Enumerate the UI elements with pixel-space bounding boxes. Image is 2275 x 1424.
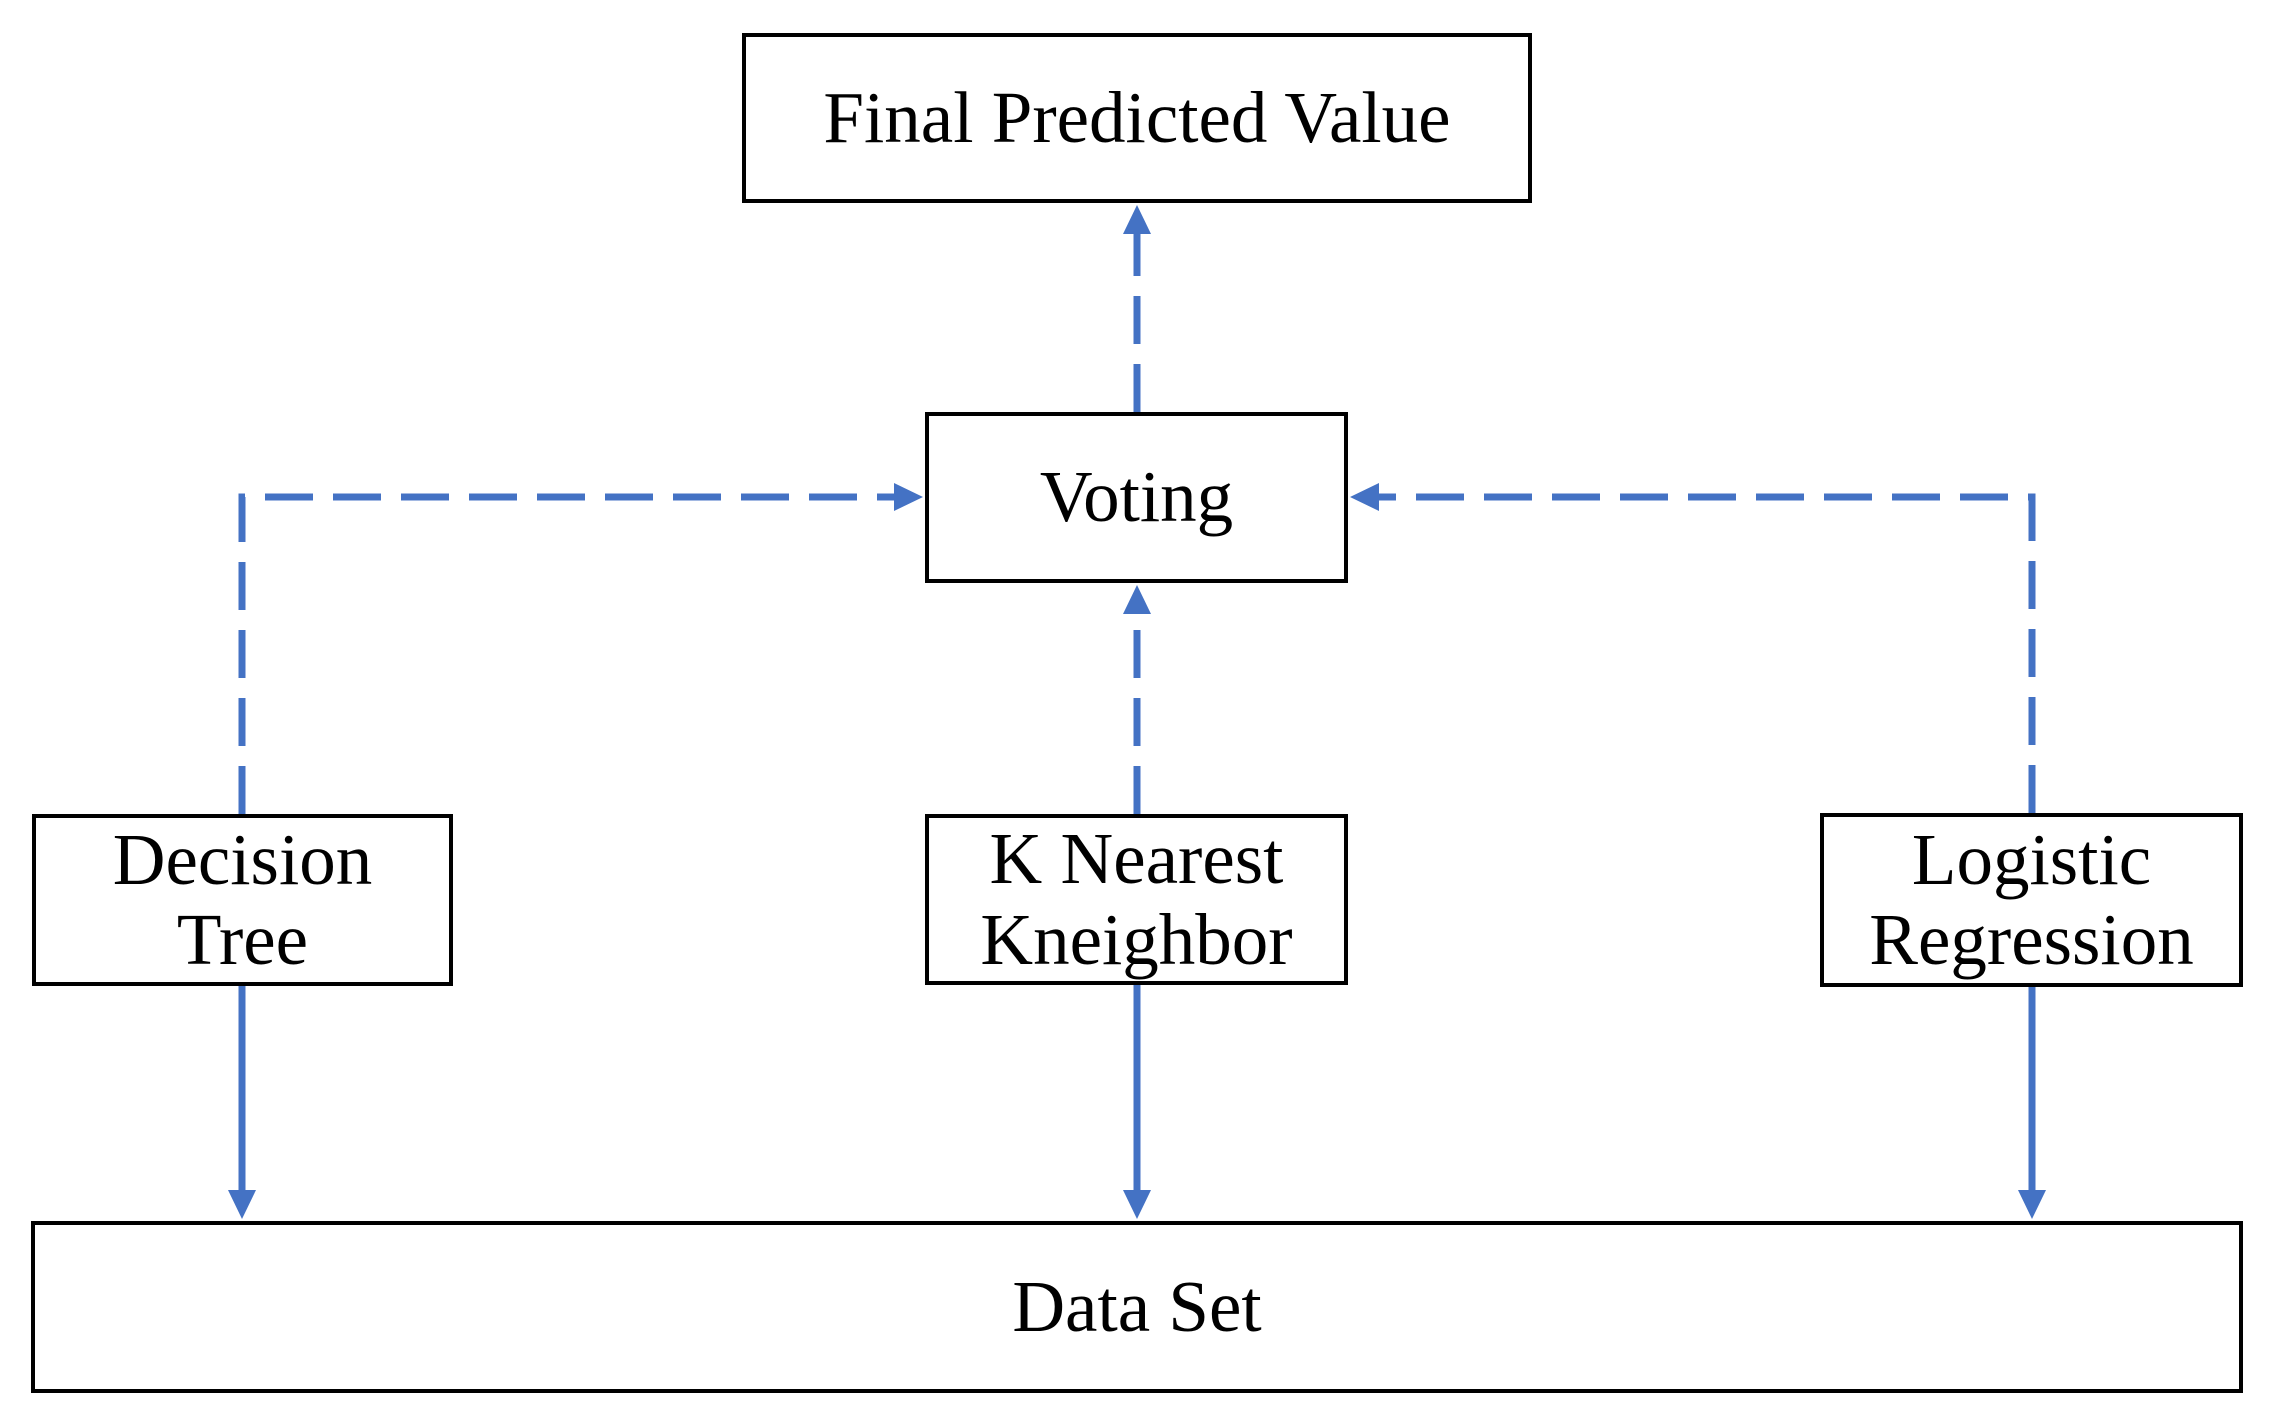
arrow-decision-tree-to-voting (238, 483, 923, 814)
node-k-nearest-kneighbor: K Nearest Kneighbor (925, 814, 1348, 985)
arrowhead-up-icon (1123, 585, 1151, 614)
arrow-logistic-regression-to-data-set (2018, 987, 2046, 1219)
arrowhead-up-icon (1123, 205, 1151, 234)
node-final-predicted-value: Final Predicted Value (742, 33, 1532, 203)
arrow-decision-tree-to-data-set (228, 986, 256, 1219)
node-label-k-nearest-kneighbor: K Nearest Kneighbor (980, 818, 1293, 980)
arrow-logistic-regression-to-voting (1350, 483, 2036, 813)
arrow-knn-to-voting (1123, 585, 1151, 814)
node-label-decision-tree: Decision Tree (112, 818, 373, 980)
node-data-set: Data Set (31, 1221, 2243, 1393)
node-voting: Voting (925, 412, 1348, 583)
arrow-knn-to-data-set (1123, 985, 1151, 1219)
node-label-final-predicted-value: Final Predicted Value (823, 76, 1451, 158)
node-decision-tree: Decision Tree (32, 814, 453, 986)
arrowhead-down-icon (2018, 1190, 2046, 1219)
arrowhead-down-icon (1123, 1190, 1151, 1219)
arrowhead-down-icon (228, 1190, 256, 1219)
node-label-logistic-regression: Logistic Regression (1869, 818, 2194, 980)
arrowhead-left-icon (1350, 483, 1379, 511)
node-label-data-set: Data Set (1012, 1265, 1262, 1347)
node-logistic-regression: Logistic Regression (1820, 813, 2243, 987)
node-label-voting: Voting (1039, 456, 1234, 538)
arrow-voting-to-final-predicted-value (1123, 205, 1151, 412)
arrowhead-right-icon (894, 483, 923, 511)
